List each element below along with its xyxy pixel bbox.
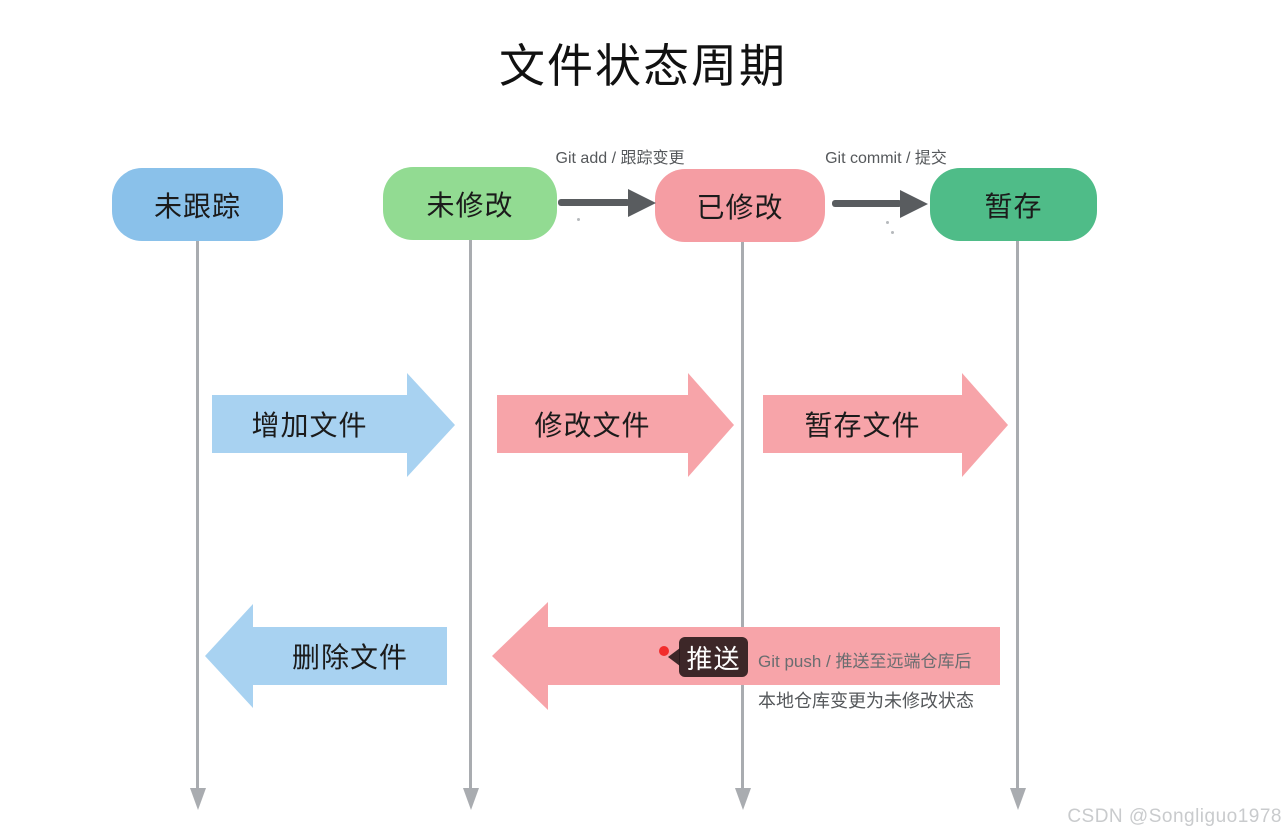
speck [891, 231, 894, 234]
transition-arrow-git-commit [832, 200, 902, 207]
lifeline-unmodified [468, 240, 472, 790]
action-arrow-push [548, 627, 1000, 685]
push-note-line1: Git push / 推送至远端仓库后 [758, 652, 972, 671]
action-arrow-add-file: 增加文件 [212, 395, 407, 453]
arrow-right-icon [688, 373, 734, 477]
arrow-right-icon [628, 189, 656, 217]
arrow-right-icon [962, 373, 1008, 477]
action-arrow-delete-file: 删除文件 [253, 627, 447, 685]
arrow-right-icon [900, 190, 928, 218]
push-tooltip-label: 推送 [686, 643, 741, 674]
transition-arrow-git-add [558, 199, 630, 206]
page-title: 文件状态周期 [499, 40, 787, 92]
action-arrow-label: 修改文件 [534, 410, 651, 441]
arrow-down-icon [190, 788, 206, 810]
state-pill-staged: 暂存 [930, 168, 1097, 241]
state-label: 已修改 [696, 191, 784, 223]
arrow-down-icon [1010, 788, 1026, 810]
state-pill-untracked: 未跟踪 [112, 168, 283, 241]
speck [886, 221, 889, 224]
action-arrow-stage-file: 暂存文件 [763, 395, 962, 453]
state-label: 未修改 [426, 189, 514, 221]
state-label: 未跟踪 [153, 190, 241, 222]
action-arrow-label: 删除文件 [291, 642, 408, 673]
tooltip-pointer-icon [668, 648, 680, 666]
lifeline-untracked [195, 240, 199, 790]
red-dot-icon [659, 646, 669, 656]
push-note-line2: 本地仓库变更为未修改状态 [758, 691, 974, 711]
action-arrow-modify-file: 修改文件 [497, 395, 688, 453]
state-pill-modified: 已修改 [655, 169, 825, 242]
transition-label-git-commit: Git commit / 提交 [825, 150, 947, 167]
lifeline-modified [740, 240, 744, 790]
arrow-left-icon [492, 602, 548, 710]
state-label: 暂存 [984, 190, 1043, 222]
arrow-down-icon [735, 788, 751, 810]
push-tooltip: 推送 [679, 637, 748, 677]
arrow-left-icon [205, 604, 253, 708]
arrow-right-icon [407, 373, 455, 477]
lifeline-staged [1015, 240, 1019, 790]
arrow-down-icon [463, 788, 479, 810]
transition-label-git-add: Git add / 跟踪变更 [555, 150, 685, 167]
action-arrow-label: 暂存文件 [804, 410, 921, 441]
state-pill-unmodified: 未修改 [383, 167, 557, 240]
action-arrow-label: 增加文件 [251, 410, 368, 441]
watermark: CSDN @Songliguo1978 [1067, 806, 1282, 827]
speck [577, 218, 580, 221]
